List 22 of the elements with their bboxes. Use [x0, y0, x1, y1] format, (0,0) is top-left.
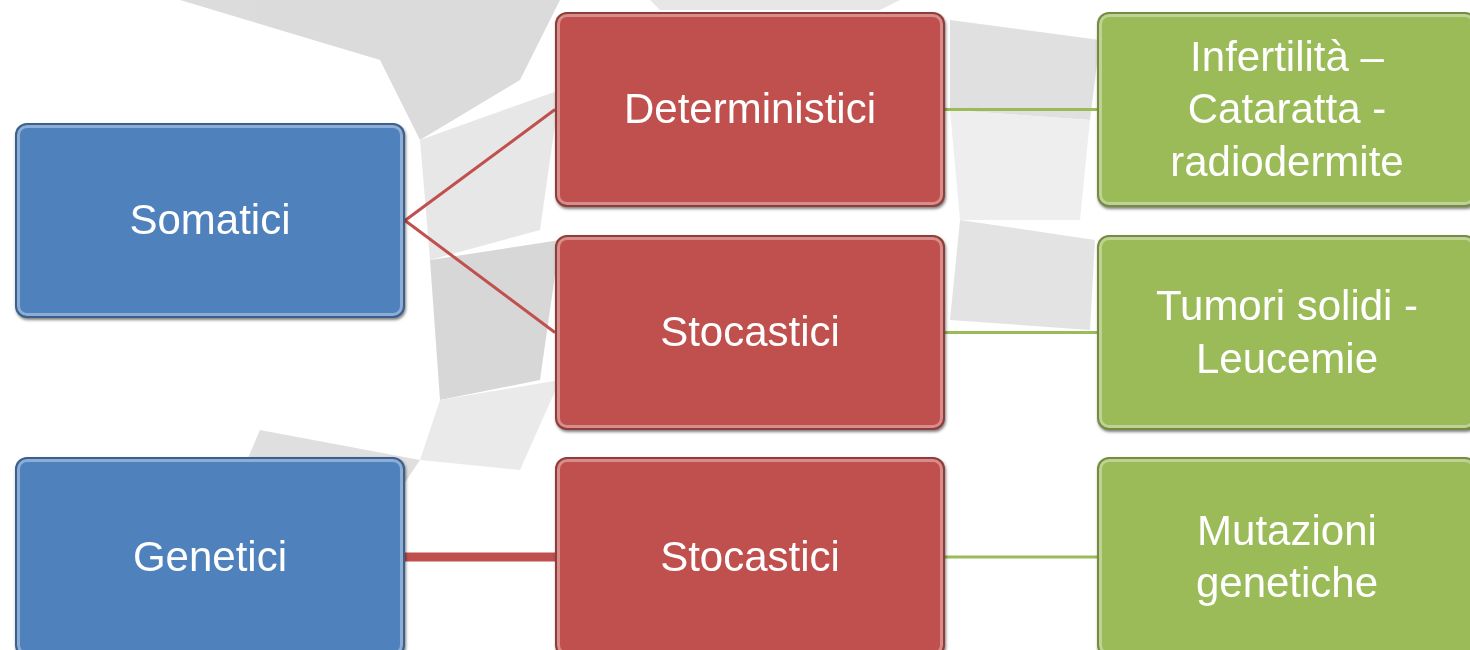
box-label: Genetici — [132, 531, 288, 582]
box-label: Deterministici — [623, 84, 876, 135]
connector-line — [404, 108, 556, 222]
effect-type-box — [555, 457, 945, 650]
box-label: Somatici — [129, 195, 291, 246]
outcome-box — [1097, 12, 1470, 207]
connector-line — [945, 331, 1097, 334]
box-label: Tumori solidi - Leucemie — [1154, 281, 1420, 384]
connector-line — [945, 108, 1097, 111]
connector-line — [945, 555, 1097, 559]
box-label: Stocastici — [660, 531, 840, 582]
outcome-box — [1097, 457, 1470, 650]
effect-type-box — [555, 12, 945, 207]
connector-line — [404, 219, 556, 334]
category-box — [15, 457, 405, 650]
box-label: Infertilità – Cataratta - radiodermite — [1169, 31, 1405, 187]
connector-line — [405, 552, 555, 562]
category-box — [15, 123, 405, 318]
box-label: Stocastici — [660, 307, 840, 358]
outcome-box — [1097, 235, 1470, 430]
box-label: Mutazioni genetiche — [1194, 505, 1380, 608]
effect-type-box — [555, 235, 945, 430]
